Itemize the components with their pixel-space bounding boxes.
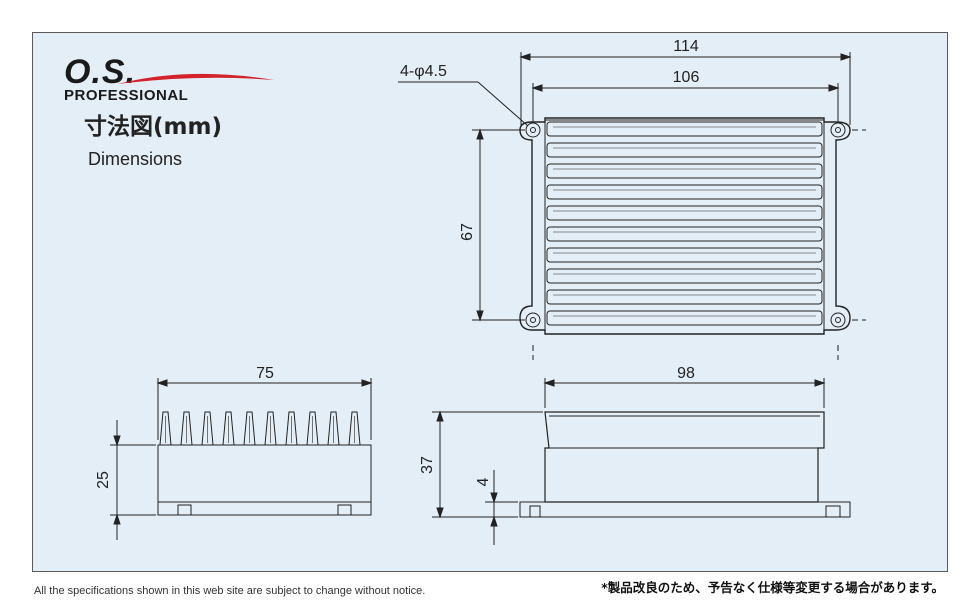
- professional-wordmark: PROFESSIONAL: [64, 87, 189, 104]
- fin: [546, 289, 823, 305]
- fin: [546, 121, 823, 137]
- side-fin: [222, 411, 235, 446]
- dim-label-114: 114: [673, 38, 699, 55]
- side-fin: [201, 411, 214, 446]
- fin: [546, 184, 823, 200]
- logo-swoosh: [118, 73, 274, 84]
- fin: [546, 310, 823, 326]
- dim-label-67: 67: [459, 223, 476, 241]
- side-fin: [348, 411, 361, 446]
- top-view: [519, 117, 866, 360]
- dim-label-75: 75: [256, 365, 274, 382]
- disclaimer-ja: *製品改良のため、予告なく仕様等変更する場合があります。: [601, 580, 944, 595]
- dim-label-106: 106: [673, 69, 700, 86]
- fin: [546, 142, 823, 158]
- front-view: [432, 378, 851, 545]
- side-fin: [159, 411, 172, 446]
- disclaimer-en: All the specifications shown in this web…: [34, 585, 426, 597]
- side-fin: [180, 411, 193, 446]
- page-title-en: Dimensions: [88, 149, 183, 169]
- side-fin: [285, 411, 298, 446]
- fin: [546, 226, 823, 242]
- side-fin: [243, 411, 256, 446]
- hole-callout-label: 4-φ4.5: [400, 63, 447, 80]
- fin: [546, 247, 823, 263]
- dim-label-98: 98: [677, 365, 695, 382]
- fin: [546, 268, 823, 284]
- side-view: [110, 378, 373, 540]
- fin: [546, 163, 823, 179]
- hole-callout-leader: [398, 81, 529, 127]
- side-fin: [264, 411, 277, 446]
- page-title-ja: 寸法図(mm): [84, 114, 222, 140]
- dimension-hole-spacing-width: [531, 83, 840, 122]
- dim-label-4: 4: [475, 477, 492, 486]
- side-fin: [306, 411, 319, 446]
- fin: [546, 205, 823, 221]
- dimension-overall-width: [519, 52, 852, 125]
- dim-label-25: 25: [95, 471, 112, 489]
- dim-label-37: 37: [419, 456, 436, 474]
- dimension-hole-spacing-height: [472, 128, 525, 322]
- side-fin: [327, 411, 340, 446]
